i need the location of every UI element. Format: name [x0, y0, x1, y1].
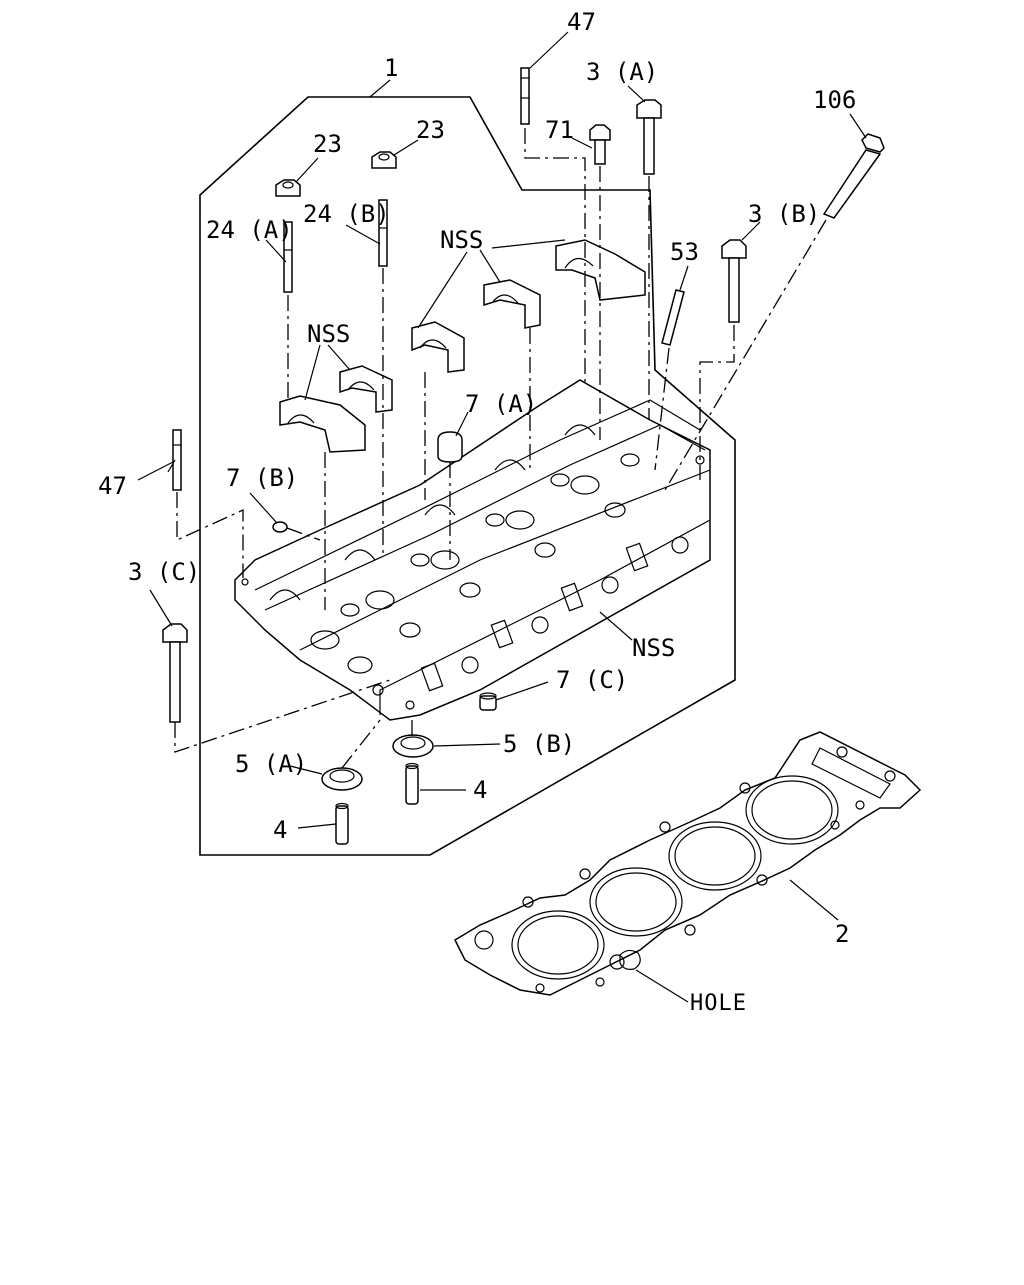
- callout-7b: 7 (B): [226, 464, 298, 492]
- bolt-106: [822, 133, 885, 219]
- callout-23-right: 23: [416, 116, 445, 144]
- callout-5b: 5 (B): [503, 730, 575, 758]
- callout-7c: 7 (C): [556, 666, 628, 694]
- callout-1: 1: [384, 54, 398, 82]
- callout-3b: 3 (B): [748, 200, 820, 228]
- seal-5b: [392, 734, 434, 758]
- callout-4-left: 4: [273, 816, 287, 844]
- assembly-lines: [174, 128, 827, 769]
- callout-24a: 24 (A): [206, 216, 293, 244]
- plug-7c: [479, 692, 497, 711]
- callout-5a: 5 (A): [235, 750, 307, 778]
- callout-47-top: 47: [567, 8, 596, 36]
- callout-nss-top: NSS: [440, 226, 483, 254]
- stud-53: [661, 289, 685, 346]
- stud-47-top: [520, 67, 530, 125]
- callout-2: 2: [835, 920, 849, 948]
- leader-lines: [137, 31, 867, 1003]
- callout-53: 53: [670, 238, 699, 266]
- callout-3a: 3 (A): [586, 58, 658, 86]
- callout-3c: 3 (C): [128, 558, 200, 586]
- callout-23-left: 23: [313, 130, 342, 158]
- bolt-3a: [636, 99, 662, 175]
- dowel-4-right: [405, 762, 419, 805]
- head-gasket: [454, 731, 922, 996]
- nut-23-left: [275, 179, 301, 197]
- stud-47-left: [172, 429, 182, 491]
- cam-bracket-left: [279, 395, 366, 453]
- callout-hole: HOLE: [690, 991, 747, 1016]
- plug-7a: [437, 431, 463, 463]
- plug-7b: [272, 521, 288, 533]
- cam-bracket-mid: [339, 365, 393, 413]
- dowel-4-left: [335, 802, 349, 845]
- callout-nss-left: NSS: [307, 320, 350, 348]
- callout-47-left: 47: [98, 472, 127, 500]
- nut-23-right: [371, 151, 397, 169]
- cam-bracket-top-left: [411, 321, 465, 373]
- callout-4-right: 4: [473, 776, 487, 804]
- stud-24b: [378, 199, 388, 267]
- bolt-3c: [162, 623, 188, 723]
- callout-24b: 24 (B): [303, 200, 390, 228]
- cylinder-head: [234, 379, 711, 721]
- assembly-boundary: [199, 96, 736, 856]
- callout-nss-right: NSS: [632, 634, 675, 662]
- callout-7a: 7 (A): [465, 390, 537, 418]
- cam-bracket-top-mid: [483, 279, 541, 329]
- bolt-3b: [721, 239, 747, 323]
- seal-5a: [321, 767, 363, 791]
- stud-24a: [283, 221, 293, 293]
- callout-71: 71: [545, 116, 574, 144]
- bolt-71: [589, 124, 611, 165]
- callout-106: 106: [813, 86, 856, 114]
